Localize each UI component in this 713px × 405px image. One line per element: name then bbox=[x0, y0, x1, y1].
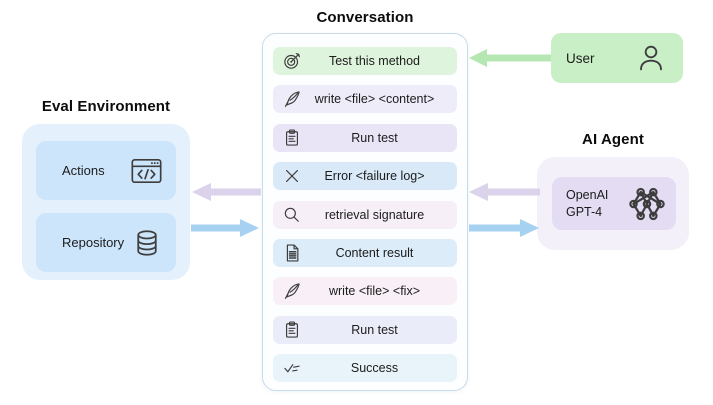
document-icon bbox=[282, 243, 302, 263]
message-row-retrieval-signature: retrieval signature bbox=[273, 200, 457, 229]
arrow-user-to-conversation bbox=[469, 49, 551, 67]
message-row-success: Success bbox=[273, 354, 457, 383]
user-label: User bbox=[566, 50, 595, 66]
conversation-title: Conversation bbox=[316, 9, 414, 26]
repository-box: Repository bbox=[36, 213, 176, 272]
repository-label: Repository bbox=[62, 235, 125, 250]
database-icon bbox=[132, 228, 162, 258]
conversation-panel: Test this method write <file> <content> … bbox=[262, 33, 468, 391]
checklist-icon bbox=[282, 358, 302, 378]
neural-network-icon bbox=[628, 185, 666, 223]
arrow-agent-to-conversation bbox=[469, 183, 540, 201]
message-row-test-this-method: Test this method bbox=[273, 47, 457, 75]
clipboard-icon bbox=[282, 320, 302, 340]
eval-environment-title: Eval Environment bbox=[41, 98, 171, 115]
x-cross-icon bbox=[282, 166, 302, 186]
actions-label: Actions bbox=[62, 163, 105, 178]
magnifier-icon bbox=[282, 205, 302, 225]
message-row-run-test-2: Run test bbox=[273, 315, 457, 344]
quill-icon bbox=[282, 89, 302, 109]
ai-agent-panel: OpenAI GPT-4 bbox=[537, 157, 689, 250]
actions-box: Actions bbox=[36, 141, 176, 200]
clipboard-icon bbox=[282, 128, 302, 148]
arrow-conversation-to-eval bbox=[192, 183, 261, 201]
arrow-eval-to-conversation bbox=[191, 219, 259, 237]
ai-agent-title: AI Agent bbox=[582, 131, 644, 148]
message-row-write-file-content: write <file> <content> bbox=[273, 85, 457, 114]
person-icon bbox=[635, 42, 667, 74]
code-window-icon bbox=[131, 158, 162, 184]
eval-environment-panel: Actions Repository bbox=[22, 124, 190, 280]
user-box: User bbox=[551, 33, 683, 83]
message-row-write-file-fix: write <file> <fix> bbox=[273, 277, 457, 306]
message-row-run-test-1: Run test bbox=[273, 123, 457, 152]
message-row-content-result: Content result bbox=[273, 238, 457, 267]
arrow-conversation-to-agent bbox=[469, 219, 539, 237]
openai-gpt4-box: OpenAI GPT-4 bbox=[552, 177, 676, 230]
message-row-error-failure-log: Error <failure log> bbox=[273, 162, 457, 191]
target-icon bbox=[282, 51, 302, 71]
quill-icon bbox=[282, 281, 302, 301]
model-label: OpenAI GPT-4 bbox=[566, 188, 609, 219]
